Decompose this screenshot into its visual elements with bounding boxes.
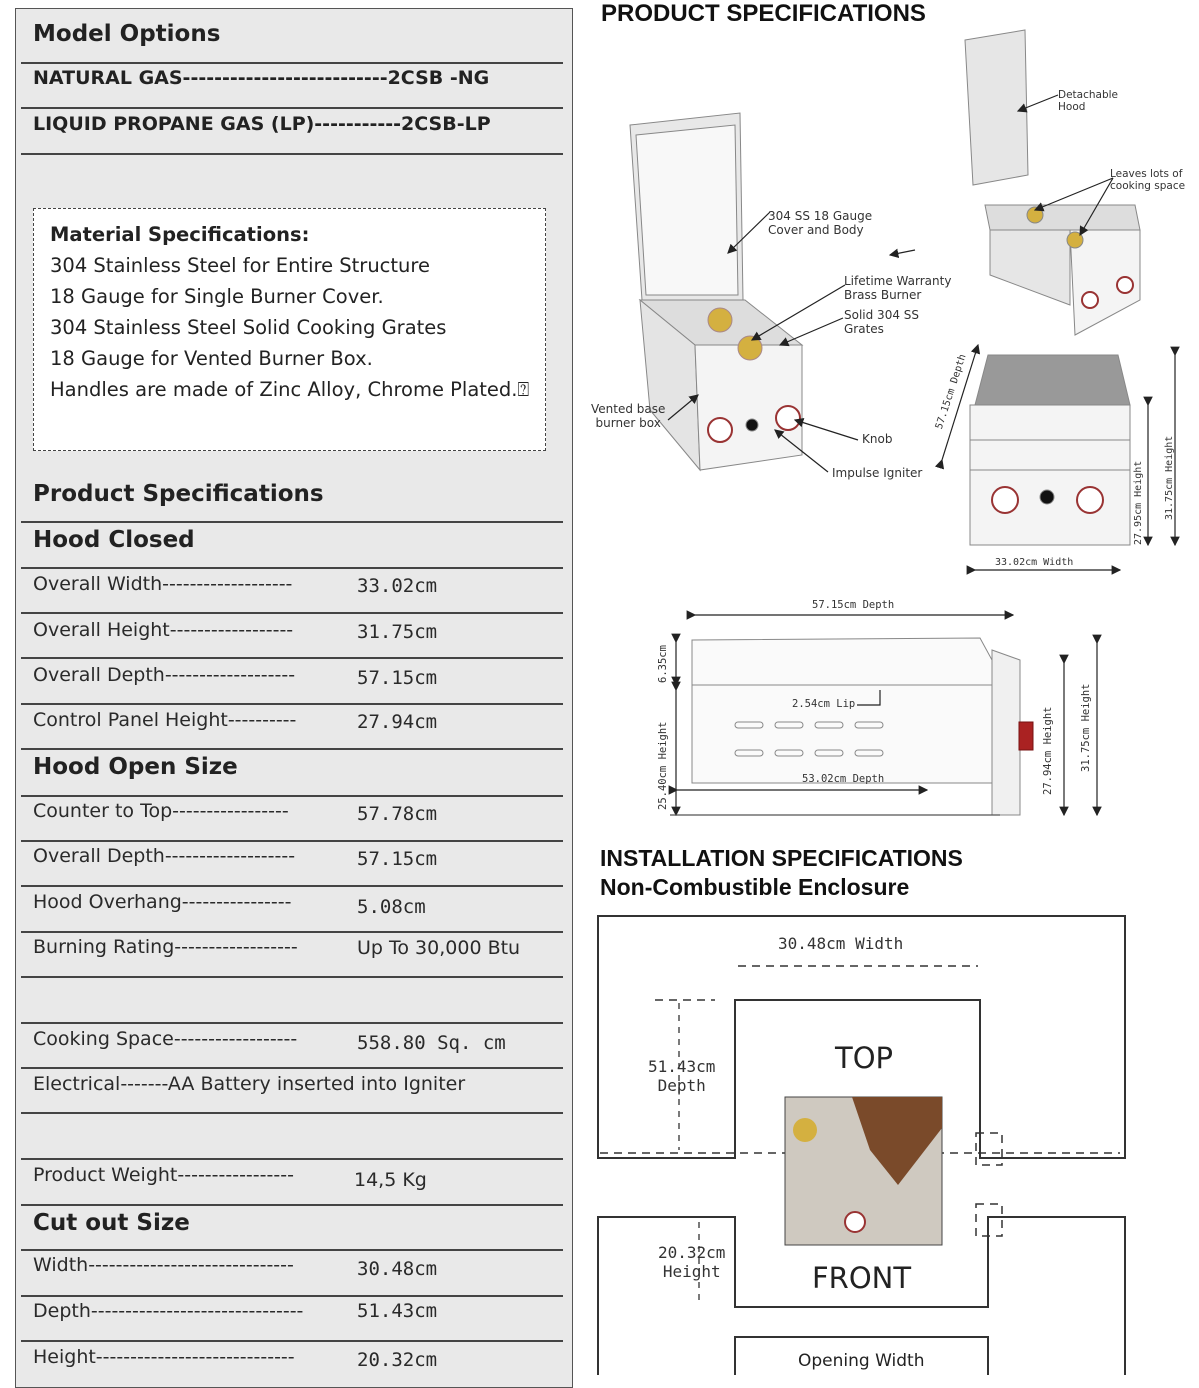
- spec-value: 31.75cm: [357, 621, 438, 643]
- side-inner-depth: 53.02cm Depth: [802, 773, 885, 785]
- spec-label: Control Panel Height----------: [33, 709, 297, 731]
- callout-hood: Detachable Hood: [1058, 89, 1119, 113]
- detachable-hood-illustration: [964, 29, 1141, 336]
- hood-closed-title: Hood Closed: [33, 527, 195, 553]
- front-view-illustration: [969, 354, 1131, 546]
- front-panel-height: 27.95cm Height: [1133, 460, 1144, 545]
- model-options-title: Model Options: [33, 21, 221, 47]
- spec-label: Product Weight-----------------: [33, 1164, 294, 1186]
- side-panel-height: 27.94cm Height: [1042, 706, 1054, 795]
- material-line: 304 Stainless Steel Solid Cooking Grates: [50, 316, 447, 339]
- spec-label: Burning Rating------------------: [33, 936, 298, 958]
- spec-label: Hood Overhang----------------: [33, 891, 292, 913]
- product-specifications-title: Product Specifications: [33, 481, 324, 507]
- spec-label: Counter to Top-----------------: [33, 800, 289, 822]
- model-propane: LIQUID PROPANE GAS (LP)-----------2CSB-L…: [33, 113, 491, 135]
- spec-value: 57.78cm: [357, 803, 438, 825]
- cutout-title: Cut out Size: [33, 1210, 190, 1236]
- spec-value: 51.43cm: [357, 1300, 438, 1322]
- material-line: 304 Stainless Steel for Entire Structure: [50, 254, 430, 277]
- spec-label: Overall Depth-------------------: [33, 664, 296, 686]
- spec-value: 14,5 Kg: [354, 1169, 427, 1191]
- callout-vented: Vented base burner box: [591, 402, 666, 430]
- material-line: 18 Gauge for Single Burner Cover.: [50, 285, 384, 308]
- spec-value: 27.94cm: [357, 711, 438, 733]
- installation-subtitle: Non-Combustible Enclosure: [600, 874, 910, 900]
- material-title: Material Specifications:: [50, 223, 310, 246]
- callout-space: Leaves lots of cooking space: [1110, 168, 1186, 192]
- product-diagrams: [597, 29, 1180, 1375]
- product-specifications-heading: PRODUCT SPECIFICATIONS: [601, 0, 926, 27]
- side-view-illustration: [691, 637, 1034, 816]
- side-height: 31.75cm Height: [1080, 683, 1092, 772]
- install-depth: 51.43cm Depth: [648, 1057, 716, 1095]
- material-line: 18 Gauge for Vented Burner Box.: [50, 347, 373, 370]
- spec-value: 57.15cm: [357, 667, 438, 689]
- callout-cover: 304 SS 18 Gauge Cover and Body: [768, 209, 873, 237]
- callout-burner: Lifetime Warranty Brass Burner: [844, 274, 952, 302]
- material-line: Handles are made of Zinc Alloy, Chrome P…: [50, 378, 530, 401]
- spec-label: Height-----------------------------: [33, 1346, 295, 1368]
- spec-value: 5.08cm: [357, 896, 426, 918]
- installation-diagram: [597, 915, 1126, 1375]
- spec-value: 20.32cm: [357, 1349, 438, 1371]
- spec-label: Overall Depth-------------------: [33, 845, 296, 867]
- install-opening-width: Opening Width: [798, 1351, 925, 1371]
- spec-value: 33.02cm: [357, 575, 438, 597]
- install-width: 30.48cm Width: [778, 934, 904, 953]
- spec-label: Depth-------------------------------: [33, 1300, 304, 1322]
- spec-value: 57.15cm: [357, 848, 438, 870]
- material-specifications-box: Material Specifications: 304 Stainless S…: [33, 208, 546, 451]
- spec-value: Up To 30,000 Btu: [357, 937, 521, 959]
- electrical-spec: Electrical-------AA Battery inserted int…: [33, 1073, 466, 1095]
- spec-value: 30.48cm: [357, 1258, 438, 1280]
- callout-grates: Solid 304 SS Grates: [844, 308, 920, 336]
- callout-knob: Knob: [862, 432, 893, 446]
- spec-label: Cooking Space------------------: [33, 1028, 298, 1050]
- spec-table-panel: Model Options NATURAL GAS---------------…: [15, 8, 573, 1388]
- install-height: 20.32cm Height: [658, 1243, 726, 1281]
- model-natural-gas: NATURAL GAS--------------------------2CS…: [33, 67, 490, 89]
- spec-label: Overall Width-------------------: [33, 573, 293, 595]
- side-depth: 57.15cm Depth: [812, 599, 895, 611]
- hood-open-title: Hood Open Size: [33, 754, 238, 780]
- diagram-panel: PRODUCT SPECIFICATIONS 304 SS 18 Gauge C…: [580, 0, 1199, 1375]
- side-box-height: 25.40cm Height: [657, 721, 669, 810]
- spec-label: Overall Height------------------: [33, 619, 294, 641]
- side-lip: 2.54cm Lip: [792, 698, 856, 710]
- install-top-label: TOP: [835, 1041, 894, 1075]
- installation-heading: INSTALLATION SPECIFICATIONS: [600, 845, 963, 871]
- front-height: 31.75cm Height: [1164, 435, 1175, 520]
- callout-igniter: Impulse Igniter: [832, 466, 923, 480]
- install-front-label: FRONT: [812, 1261, 912, 1295]
- spec-value: 558.80 Sq. cm: [357, 1032, 506, 1054]
- spec-label: Width------------------------------: [33, 1254, 294, 1276]
- side-lid: 6.35cm: [657, 645, 669, 683]
- front-width: 33.02cm Width: [995, 557, 1074, 568]
